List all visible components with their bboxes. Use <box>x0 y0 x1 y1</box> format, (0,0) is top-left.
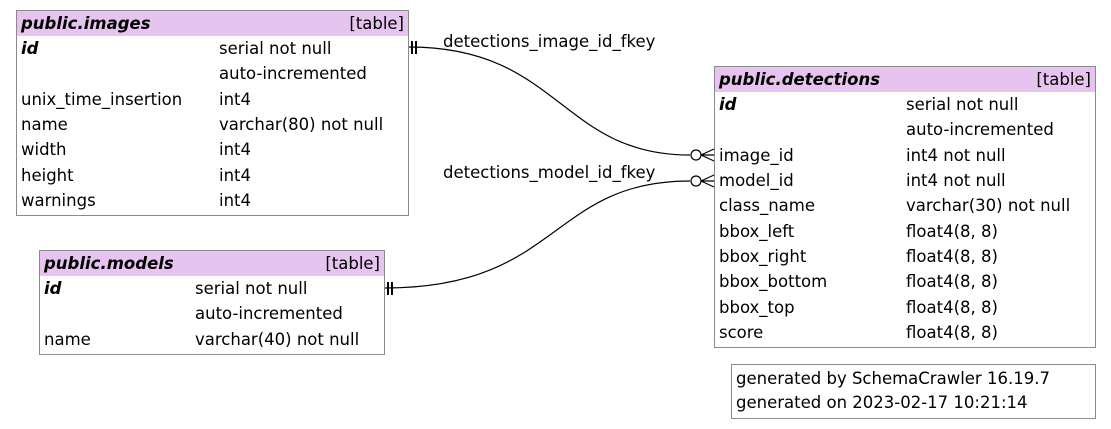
column-name: bbox_left <box>719 221 795 241</box>
table-row: id serial not null <box>17 36 408 61</box>
crowfoot-icon <box>700 148 715 162</box>
column-type: varchar(40) not null <box>195 329 360 349</box>
table-detections-header: public.detections [table] <box>715 67 1095 92</box>
table-models-kind: [table] <box>325 254 380 273</box>
column-type: int4 <box>219 89 252 109</box>
column-name: id <box>719 95 737 115</box>
table-row: bbox_right float4(8, 8) <box>715 244 1095 269</box>
edge-label-image-fk: detections_image_id_fkey <box>443 32 656 51</box>
column-name: bbox_right <box>719 246 807 266</box>
table-row: bbox_bottom float4(8, 8) <box>715 269 1095 294</box>
column-name: bbox_bottom <box>719 272 828 292</box>
column-name: score <box>719 322 764 342</box>
column-type: serial not null <box>219 39 332 59</box>
table-detections-name: public.detections <box>719 70 881 89</box>
column-type: int4 <box>219 140 252 160</box>
column-name: unix_time_insertion <box>21 89 183 109</box>
generation-info: generated by SchemaCrawler 16.19.7 gener… <box>731 364 1096 419</box>
column-name: warnings <box>21 190 96 210</box>
column-name: image_id <box>719 145 794 165</box>
column-type: varchar(80) not null <box>219 115 384 135</box>
table-detections: public.detections [table] id serial not n… <box>714 66 1096 348</box>
edge-label-model-fk: detections_model_id_fkey <box>443 163 656 182</box>
table-models-header: public.models [table] <box>40 251 384 276</box>
column-name: id <box>21 39 39 59</box>
table-row: width int4 <box>17 137 408 162</box>
column-type: auto-incremented <box>906 120 1054 140</box>
table-row: id serial not null <box>40 276 384 301</box>
table-images-kind: [table] <box>349 14 404 33</box>
column-name: name <box>21 115 68 135</box>
column-type: auto-incremented <box>195 304 343 324</box>
table-row: name varchar(80) not null <box>17 112 408 137</box>
generated-on: generated on 2023-02-17 10:21:14 <box>736 393 1028 412</box>
table-images-header: public.images [table] <box>17 11 408 36</box>
table-images-name: public.images <box>21 14 151 33</box>
column-name: width <box>21 140 67 160</box>
table-row: bbox_top float4(8, 8) <box>715 294 1095 319</box>
generated-by: generated by SchemaCrawler 16.19.7 <box>736 369 1050 388</box>
column-type: float4(8, 8) <box>906 246 998 266</box>
column-type: varchar(30) not null <box>906 196 1071 216</box>
zero-marker-icon <box>690 175 702 187</box>
column-name: height <box>21 165 74 185</box>
column-name: name <box>44 329 91 349</box>
table-row: unix_time_insertion int4 <box>17 87 408 112</box>
zero-marker-icon <box>690 149 702 161</box>
table-row: image_id int4 not null <box>715 143 1095 168</box>
table-row: auto-incremented <box>715 117 1095 142</box>
column-type: serial not null <box>906 95 1019 115</box>
column-type: int4 not null <box>906 145 1006 165</box>
table-row: score float4(8, 8) <box>715 320 1095 345</box>
table-row: bbox_left float4(8, 8) <box>715 218 1095 243</box>
table-row: model_id int4 not null <box>715 168 1095 193</box>
table-row: auto-incremented <box>40 301 384 326</box>
edge-image-id <box>408 46 691 156</box>
table-row: auto-incremented <box>17 61 408 86</box>
column-name: bbox_top <box>719 297 795 317</box>
column-type: int4 <box>219 165 252 185</box>
column-type: float4(8, 8) <box>906 297 998 317</box>
table-row: class_name varchar(30) not null <box>715 193 1095 218</box>
column-type: int4 not null <box>906 171 1006 191</box>
column-type: auto-incremented <box>219 64 367 84</box>
column-type: int4 <box>219 190 252 210</box>
column-type: serial not null <box>195 279 308 299</box>
edge-model-id <box>384 180 691 289</box>
table-row: warnings int4 <box>17 188 408 213</box>
table-row: name varchar(40) not null <box>40 327 384 352</box>
column-type: float4(8, 8) <box>906 221 998 241</box>
table-row: height int4 <box>17 162 408 187</box>
column-type: float4(8, 8) <box>906 322 998 342</box>
table-row: id serial not null <box>715 92 1095 117</box>
table-models-name: public.models <box>44 254 174 273</box>
column-name: class_name <box>719 196 816 216</box>
crowfoot-icon <box>700 174 715 188</box>
column-name: model_id <box>719 171 794 191</box>
column-name: id <box>44 279 62 299</box>
table-detections-kind: [table] <box>1036 70 1091 89</box>
column-type: float4(8, 8) <box>906 272 998 292</box>
